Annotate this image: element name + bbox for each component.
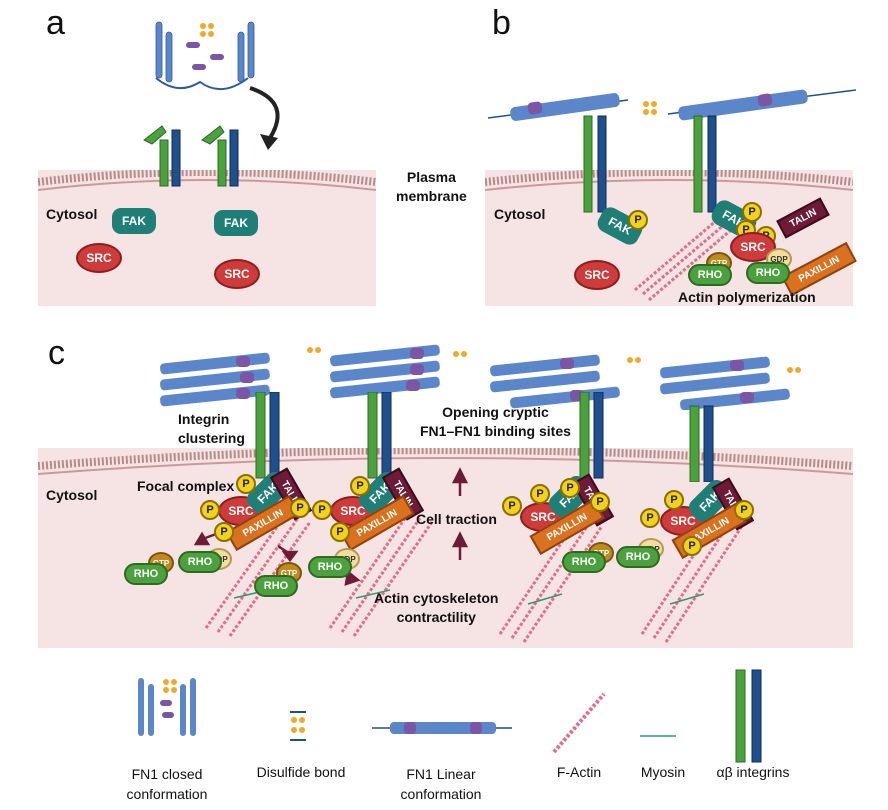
p-c-1b: P	[214, 522, 234, 542]
panel-a	[38, 170, 376, 306]
legend-myosin: Myosin	[640, 764, 686, 780]
cytosol-label-c: Cytosol	[46, 487, 98, 503]
legend-fn1-closed-line2: conformation	[126, 786, 208, 802]
integrin-clustering-label: Integrin clustering	[178, 410, 245, 448]
legend-fn1-closed: FN1 closed conformation	[92, 764, 242, 804]
fn1-fibrils-c	[160, 344, 801, 410]
legend-integrins: αβ integrins	[716, 764, 790, 780]
plasma-label: Plasma	[406, 169, 456, 185]
plasma-membrane-label: Plasma membrane	[396, 168, 467, 206]
p-c-2c: P	[350, 476, 370, 496]
legend-factin: F-Actin	[556, 764, 602, 780]
legend-fn1-linear-line2: conformation	[400, 786, 482, 802]
actin-contractility-line2: contractility	[396, 609, 476, 625]
legend-fn1-linear-line1: FN1 Linear	[406, 766, 476, 782]
cytosol-label-b: Cytosol	[494, 206, 546, 222]
rho-c-2b: RHO	[308, 556, 352, 578]
p-b-2: P	[742, 202, 762, 222]
p-c-3c: P	[560, 478, 580, 498]
legend-fn1-closed-icon	[138, 678, 196, 736]
membrane-b	[485, 170, 853, 302]
p-c-3d: P	[590, 492, 610, 512]
p-c-4c: P	[682, 536, 702, 556]
p-c-1a: P	[200, 500, 220, 520]
cell-traction-label: Cell traction	[416, 511, 497, 527]
fak-a-1: FAK	[112, 208, 156, 234]
integrin-clustering-line2: clustering	[178, 430, 245, 446]
legend-fn1-linear: FN1 Linear conformation	[366, 764, 516, 804]
fn1-closed-icon	[155, 21, 255, 90]
rho-b-2: RHO	[746, 262, 790, 284]
panel-b	[485, 170, 853, 306]
p-c-4a: P	[640, 508, 660, 528]
integrins-b	[583, 115, 717, 213]
focal-complex-label: Focal complex	[137, 478, 235, 494]
rho-c-1a: RHO	[124, 563, 168, 585]
fak-a-2: FAK	[214, 210, 258, 236]
arrows-c	[193, 467, 469, 586]
legend-integrins-icon	[735, 669, 762, 763]
legend-fn1-linear-icon	[372, 722, 512, 734]
src-a-2: SRC	[214, 259, 260, 289]
panel-c-label: c	[48, 334, 65, 372]
rho-b-1: RHO	[688, 264, 732, 286]
membrane-a	[38, 170, 376, 191]
p-c-2b: P	[330, 522, 350, 542]
fn1-linear-b	[488, 89, 856, 121]
rho-c-2a: RHO	[254, 575, 298, 597]
legend-icons	[138, 669, 762, 763]
cytosol-label-a: Cytosol	[46, 206, 98, 222]
p-c-1c: P	[236, 474, 256, 494]
src-a-1: SRC	[76, 243, 122, 273]
src-b-1: SRC	[574, 260, 620, 290]
legend-disulfide: Disulfide bond	[256, 764, 346, 780]
actin-polymerization-label: Actin polymerization	[678, 289, 816, 305]
panel-b-label: b	[492, 4, 511, 42]
actin-contractility-line1: Actin cytoskeleton	[374, 590, 499, 606]
integrins-a	[143, 125, 239, 187]
legend-factin-icon	[552, 692, 606, 754]
rho-c-3a: RHO	[562, 551, 606, 573]
legend-disulfide-icon	[290, 711, 306, 741]
panel-a-label: a	[46, 4, 65, 42]
opening-cryptic-label: Opening cryptic FN1–FN1 binding sites	[420, 403, 571, 441]
opening-cryptic-line1: Opening cryptic	[442, 404, 549, 420]
actin-contractility-label: Actin cytoskeleton contractility	[374, 589, 498, 627]
membrane-label: membrane	[396, 188, 467, 204]
p-c-3a: P	[502, 496, 522, 516]
rho-c-3b: RHO	[616, 546, 660, 568]
opening-cryptic-line2: FN1–FN1 binding sites	[420, 423, 571, 439]
p-c-4d: P	[734, 500, 754, 520]
integrin-clustering-line1: Integrin	[178, 411, 230, 427]
p-b-1: P	[628, 210, 648, 230]
p-c-2a: P	[312, 500, 332, 520]
p-c-4b: P	[664, 490, 684, 510]
curved-arrow-icon	[249, 86, 280, 150]
rho-c-1b: RHO	[178, 551, 222, 573]
p-c-1d: P	[290, 498, 310, 518]
legend-fn1-closed-line1: FN1 closed	[131, 766, 203, 782]
p-c-3b: P	[530, 484, 550, 504]
